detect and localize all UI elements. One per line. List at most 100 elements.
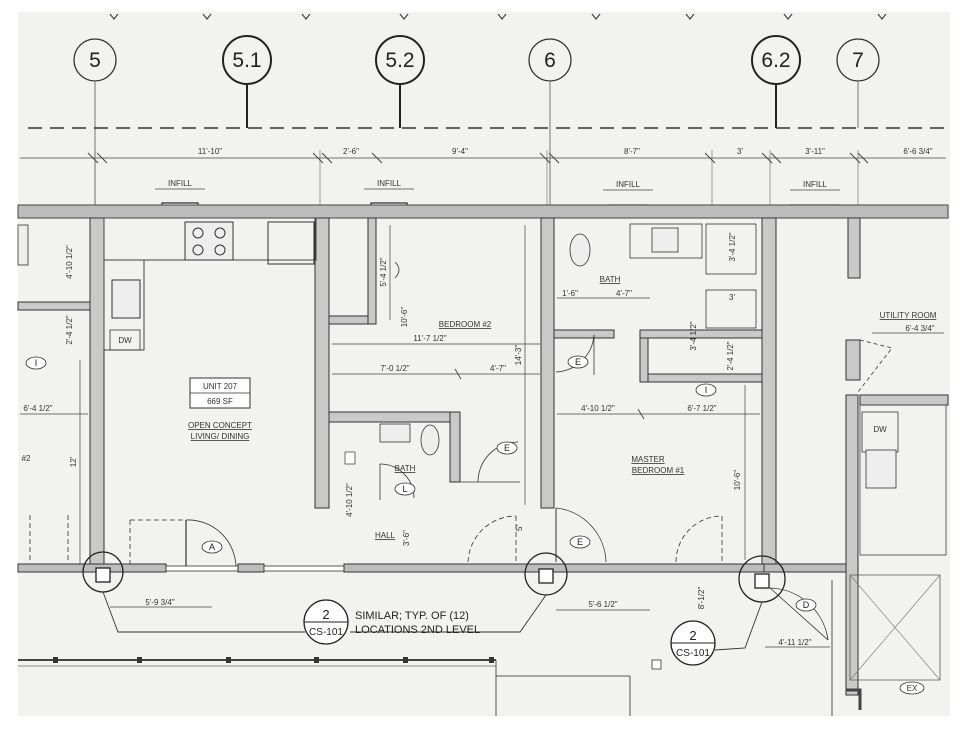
dim-top-2: 2'-6" [343,147,359,156]
dim-master-depth: 10'-6" [733,470,742,491]
callout-1-note-line1: SIMILAR; TYP. OF (12) [355,610,469,622]
room-hall: HALL [375,531,396,540]
dim-hall-a: 3'-6" [402,530,411,546]
grid-bubble-5-2: 5.2 [375,35,425,128]
wall-master-bath-2 [639,329,763,339]
room-master-bath: BATH [600,275,621,284]
callout-2-sheet: CS-101 [676,648,710,659]
lower-structure: EX [18,574,941,716]
dim-top-1: 11'-10" [198,147,222,156]
right-sink-icon [865,449,897,489]
dim-bottom-a: 5'-9 3/4" [145,598,174,607]
kitchen: DW [103,217,317,351]
hall-door-swing [467,515,517,563]
dim-bath-side4: 2'-4 1/2" [726,341,735,370]
door-e-bedroom: E [460,441,520,483]
bath-2: BATH L 4'-10 1/2" [344,423,440,517]
column-posts [95,567,770,589]
master-bath: BATH 1'-6" 4'-7" 3'-4 1/2" 3' 3'-4 1/2" … [555,223,757,397]
detail-callout-2: 2 CS-101 [651,620,716,670]
dim-top-4: 8'-7" [624,147,640,156]
callout-1-sheet: CS-101 [309,627,343,638]
unit-name: UNIT 207 [203,382,238,391]
dim-left-d: 12' [69,456,78,467]
dim-bath-side2: 3' [729,293,735,302]
door-tag-d: D [803,600,810,610]
dim-top-5: 3' [737,147,743,156]
dim-top-6: 3'-11" [805,147,825,156]
grid-bubble-6: 6 [528,38,572,210]
door-tag-e-3: E [577,537,583,547]
grid-label-6: 6 [544,49,556,72]
room-master-line1: MASTER [631,455,665,464]
grid-bubble-6-2: 6.2 [751,35,801,128]
callout-leaders [102,591,763,651]
sink-icon [111,279,141,319]
wall-right-unit [845,394,859,696]
bottom-dimensions: 5'-9 3/4" 5'-6 1/2" 8'-1/2" 4'-11 1/2" D [110,587,830,648]
wall-left-unit [17,301,91,311]
grid-bubble-7: 7 [836,38,880,128]
dim-bottom-b: 5'-6 1/2" [588,600,617,609]
master-bedroom: 4'-10 1/2" 6'-7 1/2" MASTER BEDROOM #1 1… [555,385,760,563]
dim-bath-top-b: 4'-7" [616,289,632,298]
wall-grid-6 [540,217,555,509]
door-tag-i-master: I [705,385,708,395]
wall-grid-6-2 [761,217,777,569]
dim-bath-top-a: 1'-6" [562,289,578,298]
top-ticks [109,13,887,20]
wall-bath-top [328,411,460,423]
grid-label-6-2: 6.2 [761,49,790,72]
unit-tag: UNIT 207 669 SF [189,377,251,409]
infill-label-3: INFILL [616,180,641,189]
wall-master-bath [553,329,615,339]
infill-label-1: INFILL [168,179,193,188]
dim-left-b: 2'-4 1/2" [65,315,74,344]
wall-closet-master [639,337,649,383]
wall-closet-master-2 [647,373,763,383]
dw-label-kitchen: DW [118,336,132,345]
room-bath-2: BATH [395,464,416,473]
bottom-exterior-wall [17,563,847,573]
dim-left-a: 4'-10 1/2" [65,245,74,279]
dim-bottom-e: 5' [515,525,524,531]
dim-bedroom-depth: 14'-3" [514,345,523,366]
wall-grid-7 [847,217,861,279]
detail-callout-1: 2 CS-101 SIMILAR; TYP. OF (12) LOCATIONS… [303,599,480,645]
dim-utility-w: 6'-4 3/4" [905,324,934,333]
dim-hall-b: 4'-10 1/2" [345,483,354,517]
room-left-unit: #2 [22,454,31,463]
room-living-line2: LIVING/ DINING [191,432,250,441]
door-tag-i-left: I [35,358,38,368]
exterior-top-wall [17,204,949,219]
room-master-line2: BEDROOM #1 [632,466,685,475]
door-tag-l: L [402,484,407,494]
grid-label-7: 7 [852,49,864,72]
range-icon [184,221,234,261]
dim-closet-w: 10'-6" [400,307,409,328]
dw-label-right: DW [873,425,887,434]
bath-2-toilet-icon [420,424,440,456]
dim-bottom-c: 4'-11 1/2" [778,638,811,647]
master-sink-icon [651,227,679,253]
wall-grid-5 [89,217,105,571]
utility-room: UTILITY ROOM 6'-4 3/4" DW [845,311,947,556]
wall-utility [859,394,949,406]
dim-top-3: 9'-4" [452,147,468,156]
master-toilet-icon [569,233,591,267]
room-bedroom-2: BEDROOM #2 [439,320,492,329]
wall-closet-side [367,217,377,325]
grid-label-5: 5 [89,49,101,72]
callout-1-note-line2: LOCATIONS 2ND LEVEL [355,624,480,636]
callout-1-number: 2 [322,607,329,622]
bedroom-2-dimensions: 11'-7 1/2" 7'-0 1/2" 4'-7" 14'-3" 5'-4 1… [332,225,540,505]
grid-bubble-5-1: 5.1 [222,35,272,128]
infill-label-4: INFILL [803,180,828,189]
dim-bath-side1: 3'-4 1/2" [728,232,737,261]
dim-top-7: 6'-6 3/4" [903,147,932,156]
room-living-line1: OPEN CONCEPT [188,421,252,430]
grid-label-5-1: 5.1 [232,49,261,72]
dim-left-c: 6'-4 1/2" [23,404,52,413]
wall-closet [328,315,375,325]
